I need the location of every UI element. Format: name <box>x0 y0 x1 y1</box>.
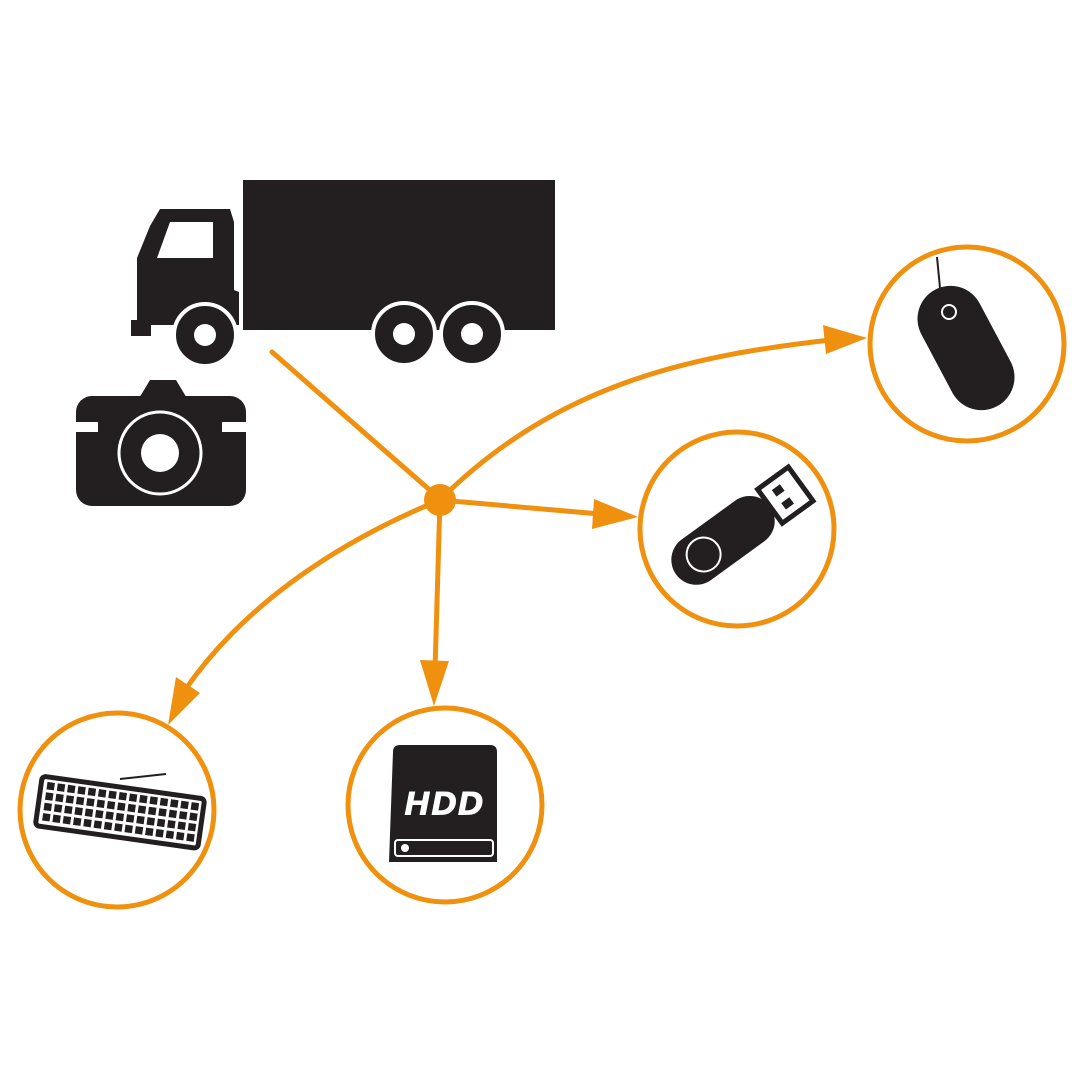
keyboard-key <box>139 794 148 804</box>
keyboard-key <box>87 787 97 797</box>
keyboard-key <box>125 814 135 823</box>
keyboard-key <box>72 817 82 826</box>
keyboard-key <box>146 817 155 826</box>
keyboard-key <box>74 807 83 816</box>
keyboard-key <box>155 829 164 838</box>
keyboard-key <box>147 806 157 816</box>
connectors <box>182 337 833 693</box>
keyboard-key <box>134 826 144 835</box>
keyboard-key <box>117 802 126 811</box>
arrow-to-hdd-line <box>432 497 443 673</box>
keyboard-key <box>136 815 145 825</box>
keyboard-key <box>175 831 185 841</box>
arrow-to-mouse-line <box>437 337 833 503</box>
keyboard-key <box>42 813 51 822</box>
keyboard-key <box>189 812 198 822</box>
keyboard-key <box>44 792 54 801</box>
keyboard-key <box>86 798 95 807</box>
truck-icon <box>131 180 555 368</box>
arrowhead-keyboard <box>168 677 200 725</box>
hdd-label: HDD <box>404 785 484 823</box>
keyboard-key <box>158 808 167 817</box>
keyboard-key <box>53 804 63 813</box>
keyboard-key <box>93 820 103 829</box>
keyboard-key <box>46 781 55 791</box>
keyboard-key <box>64 805 73 815</box>
keyboard-key <box>97 789 107 798</box>
keyboard-key <box>108 790 117 800</box>
arrowheads <box>168 325 867 725</box>
keyboard-key <box>83 818 92 828</box>
keyboard-key <box>128 793 138 802</box>
keyboard-key <box>180 800 189 810</box>
keyboard-key <box>65 795 75 804</box>
keyboard-key <box>168 809 178 819</box>
keyboard-key <box>106 800 116 810</box>
mouse-icon <box>917 256 1015 411</box>
keyboard-key <box>190 802 200 811</box>
keyboard-key <box>105 811 114 820</box>
keyboard-key <box>167 820 176 829</box>
arrowhead-usb <box>592 499 638 529</box>
keyboard-key <box>95 809 104 819</box>
keyboard-target <box>17 710 217 910</box>
keyboard-key <box>178 811 188 820</box>
keyboard-key <box>52 814 61 824</box>
keyboard-key <box>43 802 53 812</box>
keyboard-key <box>187 822 197 832</box>
usb-target <box>637 429 837 629</box>
arrowhead-hdd <box>420 660 449 706</box>
keyboard-key <box>156 818 166 828</box>
keyboard-icon <box>33 773 207 851</box>
source-connector-line <box>269 349 435 495</box>
keyboard-key <box>149 796 158 805</box>
keyboard-key <box>127 803 136 813</box>
keyboard-key <box>177 821 186 830</box>
keyboard-key <box>118 792 128 801</box>
keyboard-key <box>67 784 76 794</box>
keyboard-key <box>56 783 66 792</box>
keyboard-key <box>103 821 113 831</box>
keyboard-key <box>165 830 175 839</box>
keyboard-key <box>186 833 195 842</box>
keyboard-key <box>62 815 72 825</box>
keyboard-key <box>114 823 123 832</box>
keyboard-key <box>137 805 147 814</box>
keyboard-key <box>84 808 94 817</box>
keyboard-key <box>55 793 64 803</box>
keyboard-key <box>124 824 133 834</box>
hdd-icon: HDD <box>389 745 497 862</box>
hub-node <box>424 484 456 516</box>
keyboard-key <box>77 786 86 795</box>
mouse-target <box>867 244 1067 444</box>
arrow-to-usb-line <box>437 497 603 517</box>
camera-icon <box>76 380 246 506</box>
keyboard-key <box>115 812 125 822</box>
usb-stick-icon <box>671 463 817 585</box>
keyboard-key <box>159 797 169 807</box>
keyboard-key <box>145 827 154 837</box>
arrowhead-mouse <box>823 325 867 354</box>
keyboard-key <box>96 799 105 809</box>
keyboard-key <box>170 799 179 808</box>
hdd-target: HDD <box>345 705 545 905</box>
keyboard-key <box>75 796 85 806</box>
arrow-to-keyboard-line <box>182 497 443 693</box>
